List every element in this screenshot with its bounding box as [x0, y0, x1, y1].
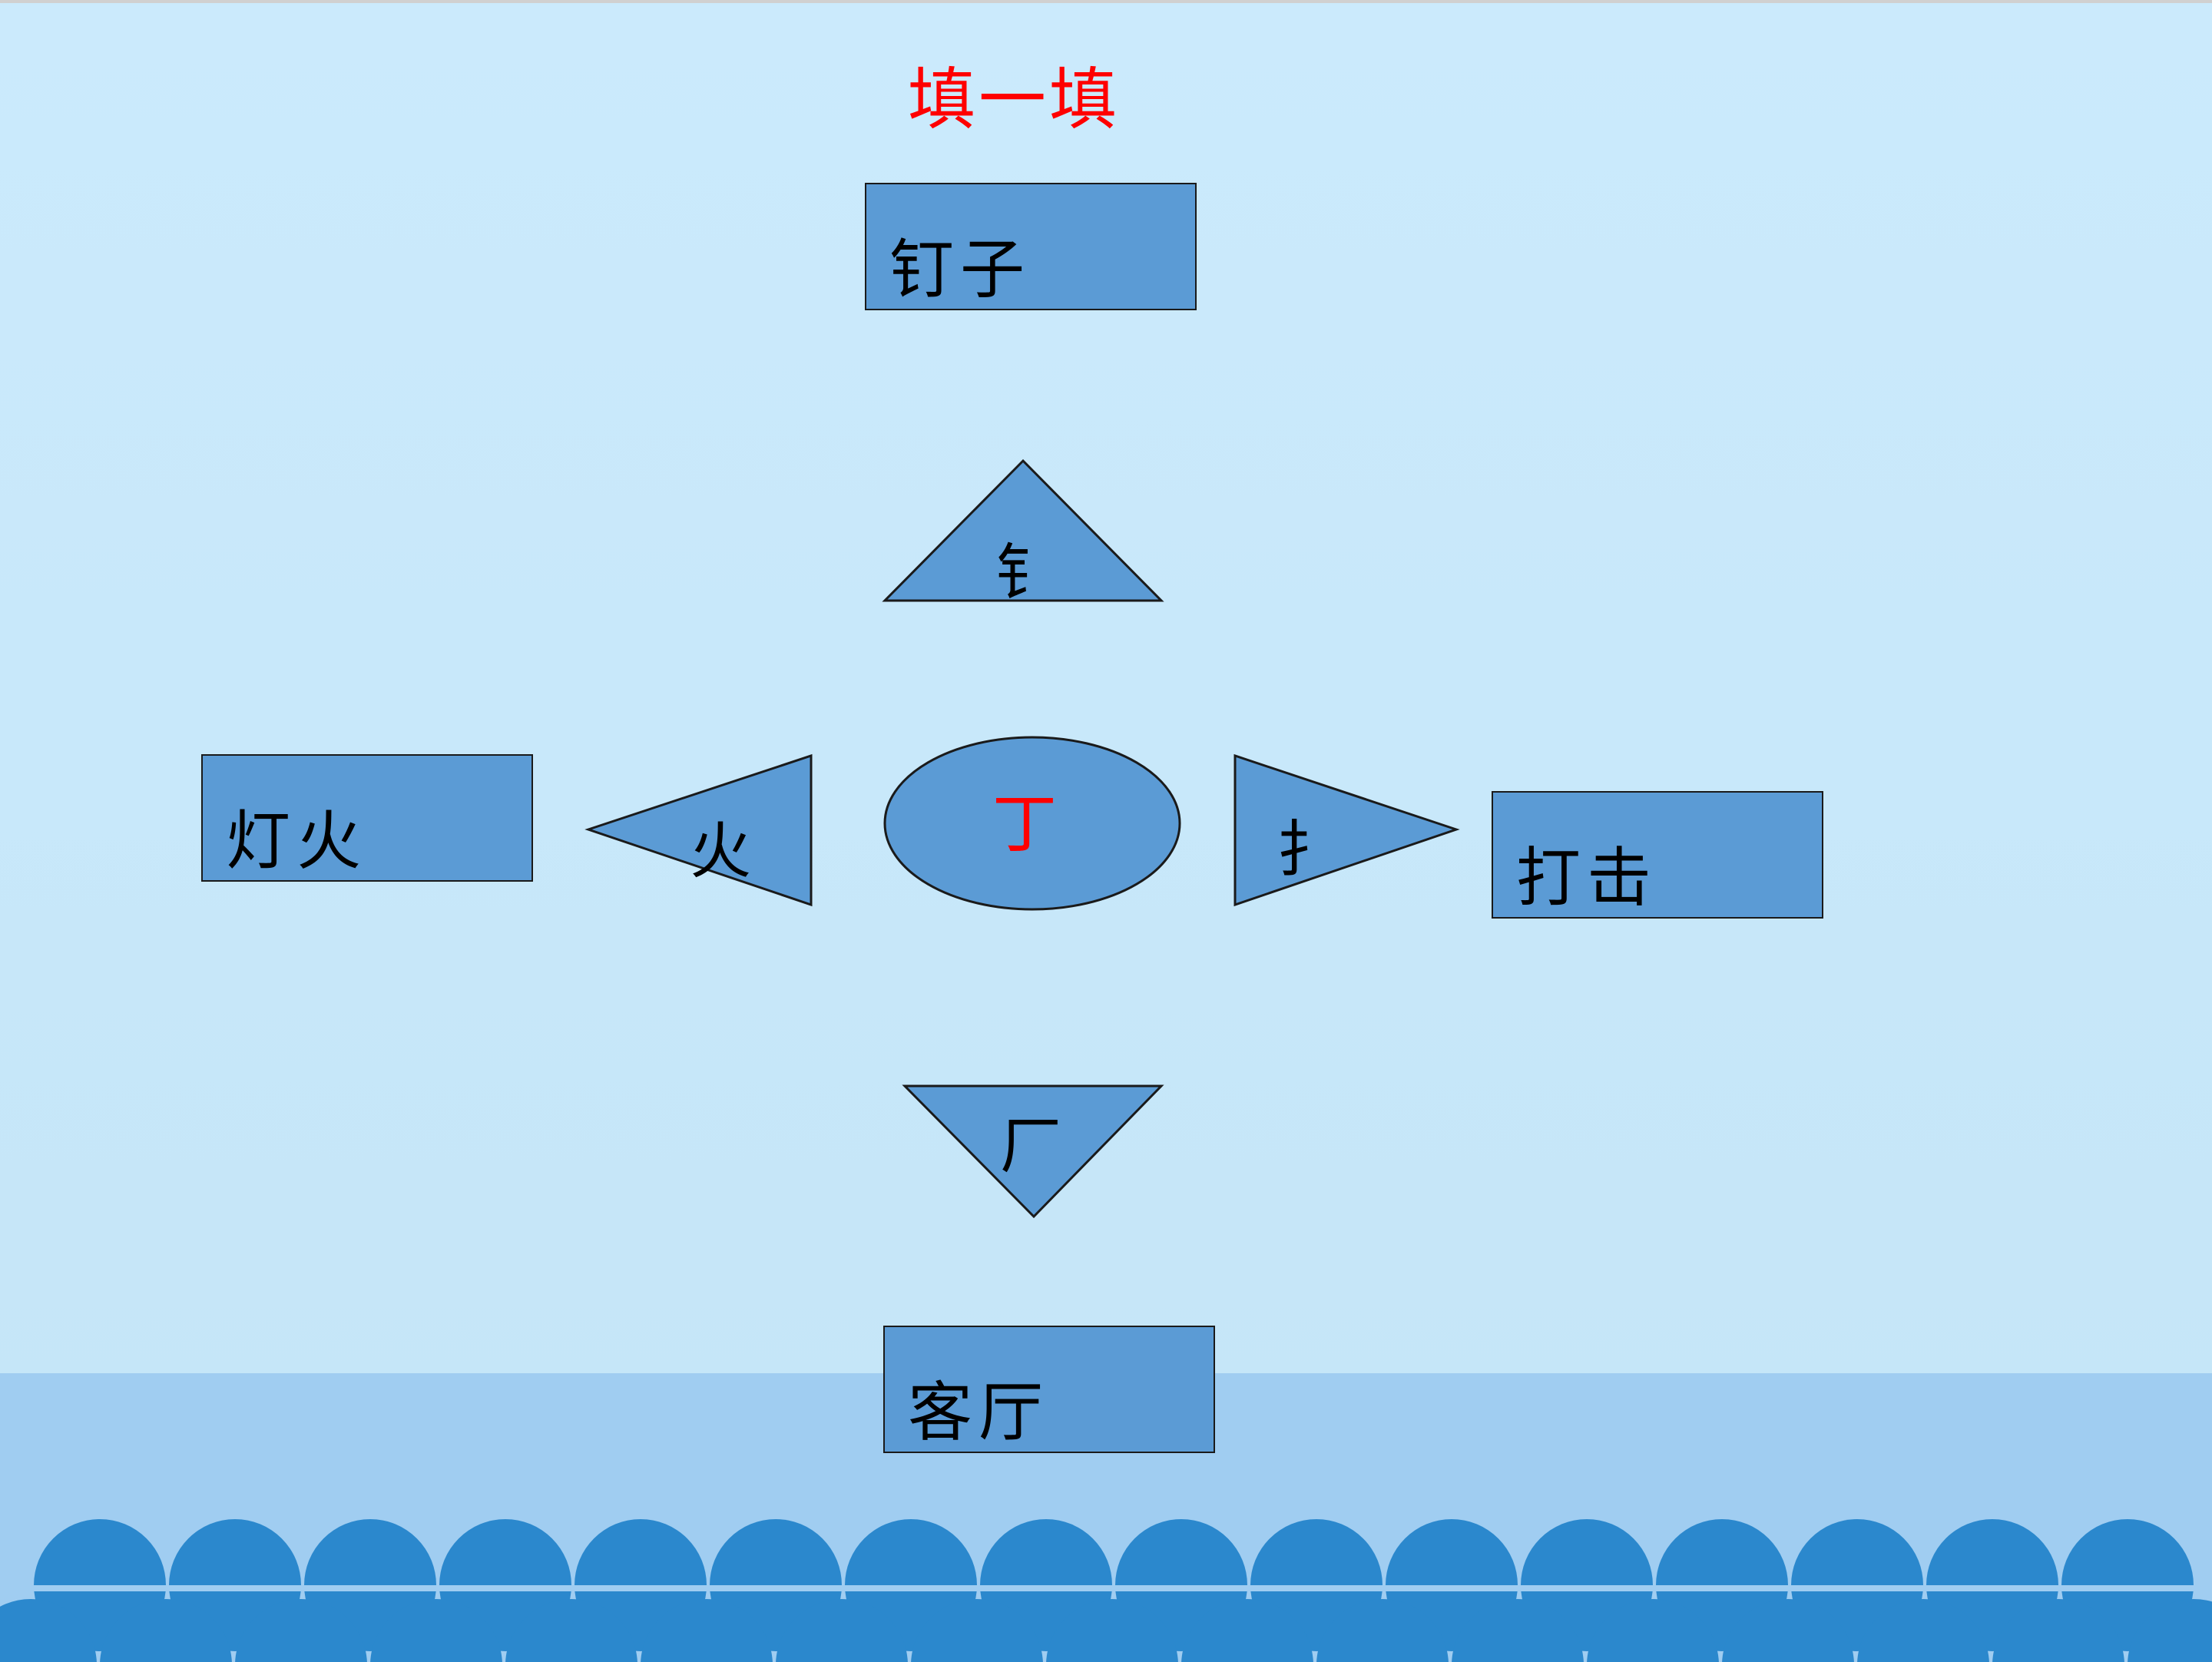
right-word-box: 打击: [1492, 791, 1823, 919]
center-ellipse: [883, 736, 1181, 911]
right-triangle: [1233, 753, 1460, 907]
top-word: 钉子: [889, 232, 1031, 307]
slide-title: 填一填: [907, 60, 1120, 139]
right-radical: 扌: [1277, 814, 1338, 886]
left-word: 灯火: [226, 803, 368, 879]
center-character: 丁: [992, 786, 1058, 862]
left-triangle: [584, 753, 813, 907]
bottom-word: 客厅: [908, 1375, 1050, 1450]
bottom-word-box: 客厅: [883, 1326, 1215, 1453]
bottom-triangle: [902, 1084, 1164, 1219]
wave-decoration: [0, 1519, 2212, 1662]
bottom-radical: 厂: [1000, 1111, 1061, 1182]
top-word-box: 钉子: [865, 183, 1197, 310]
left-word-box: 灯火: [201, 754, 533, 882]
right-word: 打击: [1516, 840, 1658, 915]
left-radical: 火: [690, 816, 751, 887]
top-radical: 钅: [995, 538, 1057, 609]
top-triangle: [882, 459, 1164, 602]
